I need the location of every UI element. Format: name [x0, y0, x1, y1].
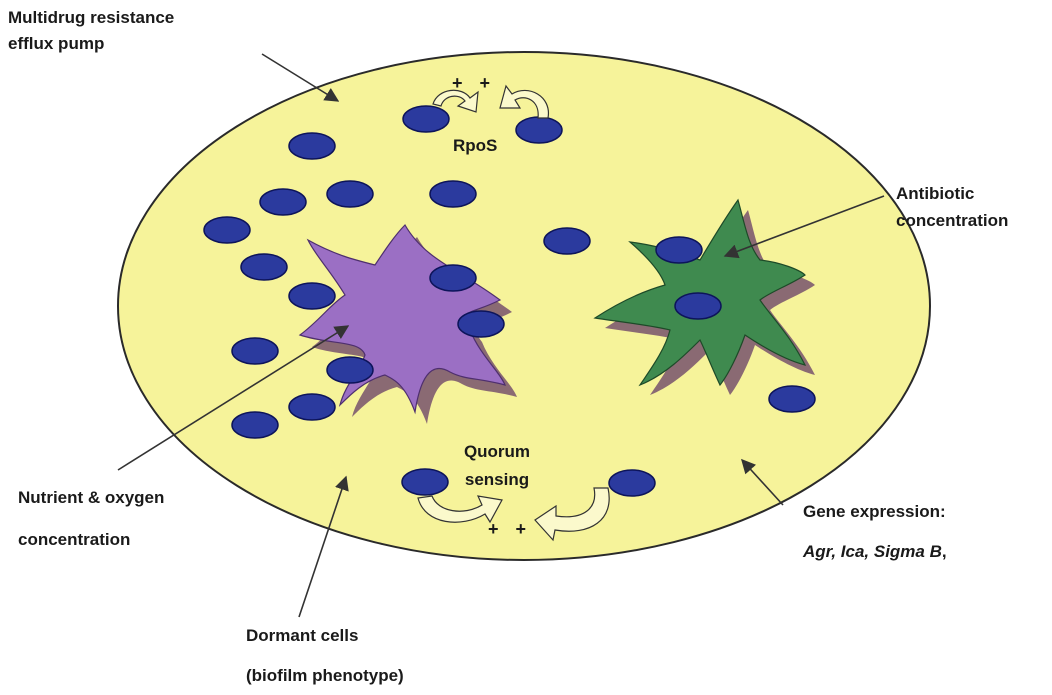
bacterial-cell	[656, 237, 702, 263]
bacterial-cell	[430, 265, 476, 291]
bacterial-cell	[609, 470, 655, 496]
label-multidrug-line1: Multidrug resistance	[8, 7, 174, 29]
bacterial-cell	[260, 189, 306, 215]
label-quorum-line2: sensing	[452, 469, 542, 491]
label-rpos: RpoS	[453, 135, 497, 157]
label-antibiotic-line2: concentration	[896, 210, 1008, 232]
label-nutrient-line2: concentration	[18, 529, 130, 551]
bacterial-cell	[430, 181, 476, 207]
bacterial-cell	[544, 228, 590, 254]
gene-list-comma: ,	[942, 542, 947, 561]
label-dormant-line2: (biofilm phenotype)	[246, 665, 404, 687]
label-gene-expression: Gene expression:	[803, 501, 946, 523]
label-gene-list: Agr, Ica, Sigma B,	[803, 541, 947, 563]
label-multidrug-line2: efflux pump	[8, 33, 104, 55]
bacterial-cell	[327, 357, 373, 383]
bacterial-cell	[232, 338, 278, 364]
bacterial-cell	[516, 117, 562, 143]
bacterial-cell	[403, 106, 449, 132]
label-dormant-line1: Dormant cells	[246, 625, 358, 647]
bacterial-cell	[769, 386, 815, 412]
bacterial-cell	[232, 412, 278, 438]
bacterial-cell	[458, 311, 504, 337]
bacterial-cell	[289, 133, 335, 159]
bacterial-cell	[204, 217, 250, 243]
label-nutrient-line1: Nutrient & oxygen	[18, 487, 164, 509]
label-antibiotic-line1: Antibiotic	[896, 183, 974, 205]
gene-names: Agr, Ica, Sigma B	[803, 542, 942, 561]
bacterial-cell	[289, 283, 335, 309]
plus-signs-bottom: + +	[488, 519, 532, 540]
plus-signs-top: + +	[452, 73, 496, 94]
bacterial-cell	[675, 293, 721, 319]
bacterial-cell	[241, 254, 287, 280]
bacterial-cell	[289, 394, 335, 420]
label-quorum-line1: Quorum	[452, 441, 542, 463]
bacterial-cell	[327, 181, 373, 207]
bacterial-cell	[402, 469, 448, 495]
